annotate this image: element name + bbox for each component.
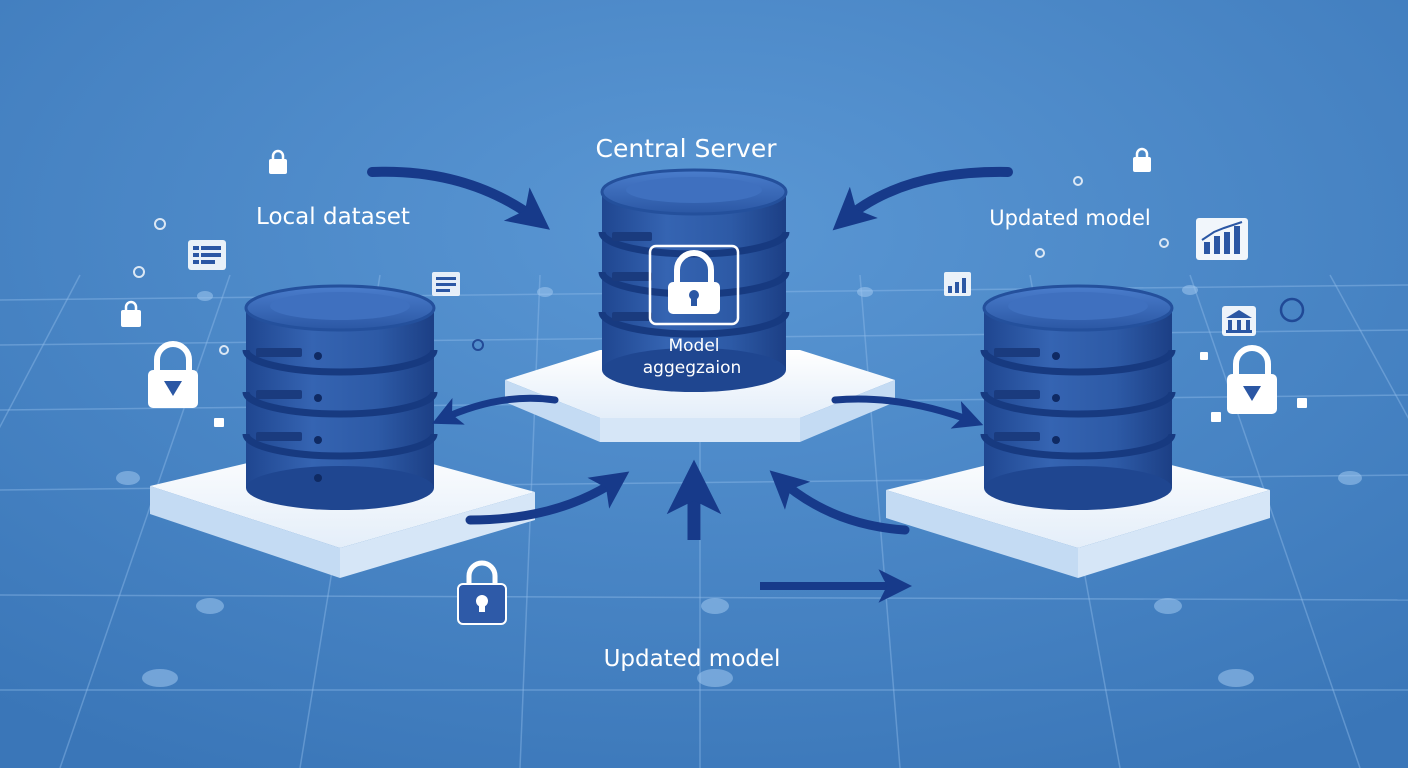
central-server-label: Central Server: [596, 134, 778, 163]
arrow-top-left-to-server: [367, 166, 550, 230]
bottom-padlock-icon: [457, 560, 507, 625]
decorative-rings: [133, 176, 1305, 355]
model-aggregation-label-line1: Model: [668, 336, 719, 356]
document-icons: [188, 240, 460, 296]
bar-chart-icon: [1196, 218, 1248, 260]
bar-chart-icon: [944, 272, 971, 296]
small-padlock-icon: [1133, 147, 1151, 172]
small-padlock-icons: [121, 147, 1307, 427]
central-database-cylinder: [598, 168, 790, 392]
main-padlock-icon: [648, 244, 740, 326]
updated-model-bottom-label: Updated model: [604, 646, 781, 672]
document-icon: [432, 272, 460, 296]
updated-model-right-label: Updated model: [989, 206, 1150, 230]
small-padlock-icon: [269, 149, 287, 174]
left-client-node: [150, 284, 535, 578]
arrow-right-to-server-bottom: [769, 470, 910, 535]
arrow-server-to-left: [432, 394, 559, 425]
right-client-node: [886, 284, 1270, 578]
document-icon: [188, 240, 226, 270]
arrow-left-to-server-bottom: [465, 471, 630, 525]
small-padlock-icon: [214, 418, 224, 427]
small-padlock-icon: [1200, 352, 1208, 360]
arrow-top-right-to-server: [832, 166, 1013, 231]
bank-icon: [1222, 306, 1256, 336]
grid-nodes: [116, 285, 1362, 687]
central-server-node: Model aggegzaion: [505, 168, 895, 442]
small-padlock-icon: [121, 300, 141, 327]
bar-chart-icons: [944, 218, 1248, 296]
model-aggregation-label-line2: aggegzaion: [643, 358, 742, 378]
left-padlock-icon: [148, 341, 198, 408]
small-padlock-icon: [1211, 412, 1221, 422]
right-padlock-icon: [1227, 345, 1277, 414]
left-database-cylinder: [242, 284, 438, 510]
right-database-cylinder: [980, 284, 1176, 510]
small-padlock-icon: [1297, 398, 1307, 408]
local-dataset-label: Local dataset: [256, 204, 410, 230]
arrow-server-to-right: [831, 395, 984, 429]
flow-arrows: [367, 166, 1013, 603]
